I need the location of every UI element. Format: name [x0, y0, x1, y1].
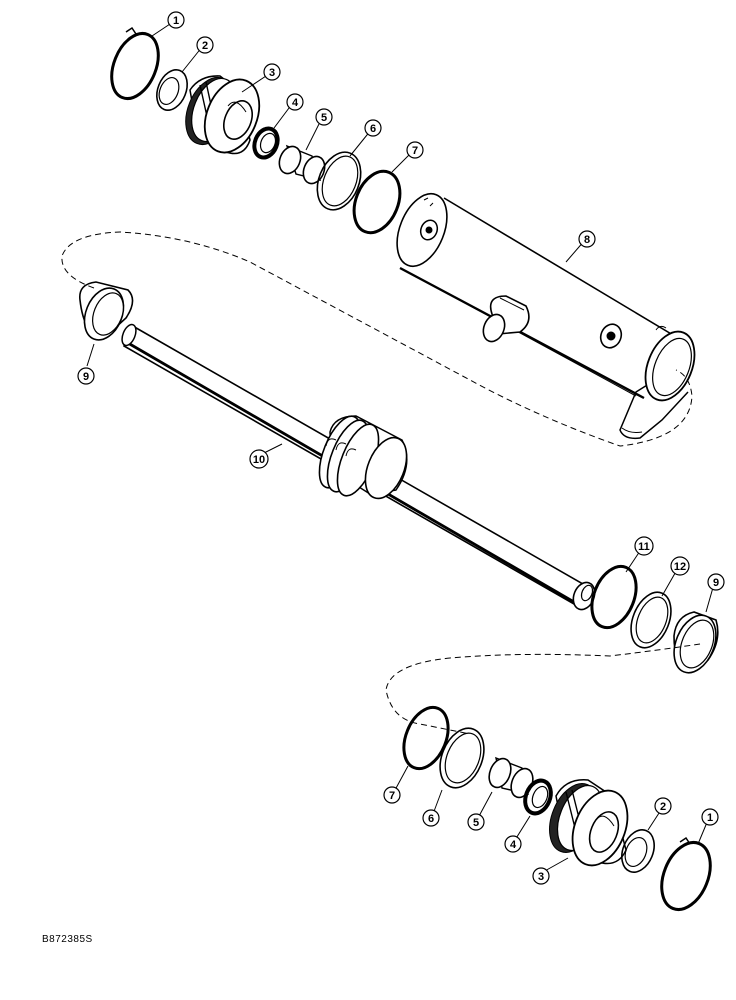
- callout-top-3: 3: [263, 63, 281, 81]
- callout-wear-ring-left-9: 9: [77, 367, 95, 385]
- svg-text:5: 5: [473, 817, 479, 829]
- svg-text:12: 12: [674, 561, 686, 573]
- backup-ring-6-top: [316, 151, 362, 211]
- cylinder-barrel: [396, 193, 696, 440]
- callout-barrel-8: 8: [578, 230, 596, 248]
- o-ring-rod: [590, 564, 638, 630]
- svg-text:6: 6: [370, 123, 376, 135]
- svg-text:1: 1: [707, 812, 713, 824]
- svg-text:3: 3: [538, 871, 544, 883]
- callout-backup-ring-12: 12: [670, 556, 690, 576]
- assembly-guide-top: [61, 231, 693, 447]
- callout-bottom-6: 6: [422, 809, 440, 827]
- svg-text:8: 8: [584, 234, 590, 246]
- callout-bottom-7: 7: [383, 786, 401, 804]
- wear-ring-right: [673, 611, 719, 674]
- callout-top-4: 4: [286, 93, 304, 111]
- svg-text:6: 6: [428, 813, 434, 825]
- callout-bottom-1: 1: [701, 808, 719, 826]
- callout-rod-10: 10: [249, 449, 269, 469]
- backup-ring-bottom: [621, 829, 655, 873]
- svg-text:1: 1: [173, 15, 179, 27]
- svg-text:10: 10: [253, 454, 265, 466]
- wiper-seal-top: [252, 126, 280, 160]
- svg-text:5: 5: [321, 112, 327, 124]
- svg-text:2: 2: [202, 40, 208, 52]
- o-ring-bottom: [402, 705, 450, 771]
- svg-text:2: 2: [660, 801, 666, 813]
- svg-text:11: 11: [638, 541, 650, 553]
- assembly-guide-bottom: [385, 643, 701, 735]
- o-ring-top: [352, 169, 402, 235]
- snap-ring-top: [110, 26, 160, 100]
- backup-ring-6-bottom: [439, 727, 485, 789]
- svg-text:4: 4: [292, 97, 299, 109]
- backup-ring-rod: [630, 591, 672, 649]
- callout-bottom-4: 4: [504, 835, 522, 853]
- svg-text:7: 7: [412, 145, 418, 157]
- callout-top-6: 6: [364, 119, 382, 137]
- svg-text:7: 7: [389, 790, 395, 802]
- svg-text:9: 9: [713, 577, 719, 589]
- callout-top-5: 5: [315, 108, 333, 126]
- callout-top-2: 2: [196, 36, 214, 54]
- callout-bottom-3: 3: [532, 867, 550, 885]
- callout-o-ring-11: 11: [634, 536, 654, 556]
- svg-text:9: 9: [83, 371, 89, 383]
- callout-bottom-5: 5: [467, 813, 485, 831]
- callout-bottom-2: 2: [654, 797, 672, 815]
- backup-ring-top: [156, 69, 188, 111]
- callout-wear-ring-right-9: 9: [707, 573, 725, 591]
- piston-rod: [121, 323, 596, 611]
- bushing-top: [278, 144, 326, 185]
- svg-text:3: 3: [269, 67, 275, 79]
- wear-ring-left: [79, 281, 134, 341]
- gland-bottom: [549, 779, 629, 867]
- svg-text:4: 4: [510, 839, 517, 851]
- callout-top-1: 1: [167, 11, 185, 29]
- callout-top-7: 7: [406, 141, 424, 159]
- wiper-seal-bottom: [523, 778, 553, 816]
- snap-ring-bottom: [660, 836, 712, 911]
- gland-top: [185, 75, 261, 155]
- reference-code: B872385S: [42, 934, 93, 945]
